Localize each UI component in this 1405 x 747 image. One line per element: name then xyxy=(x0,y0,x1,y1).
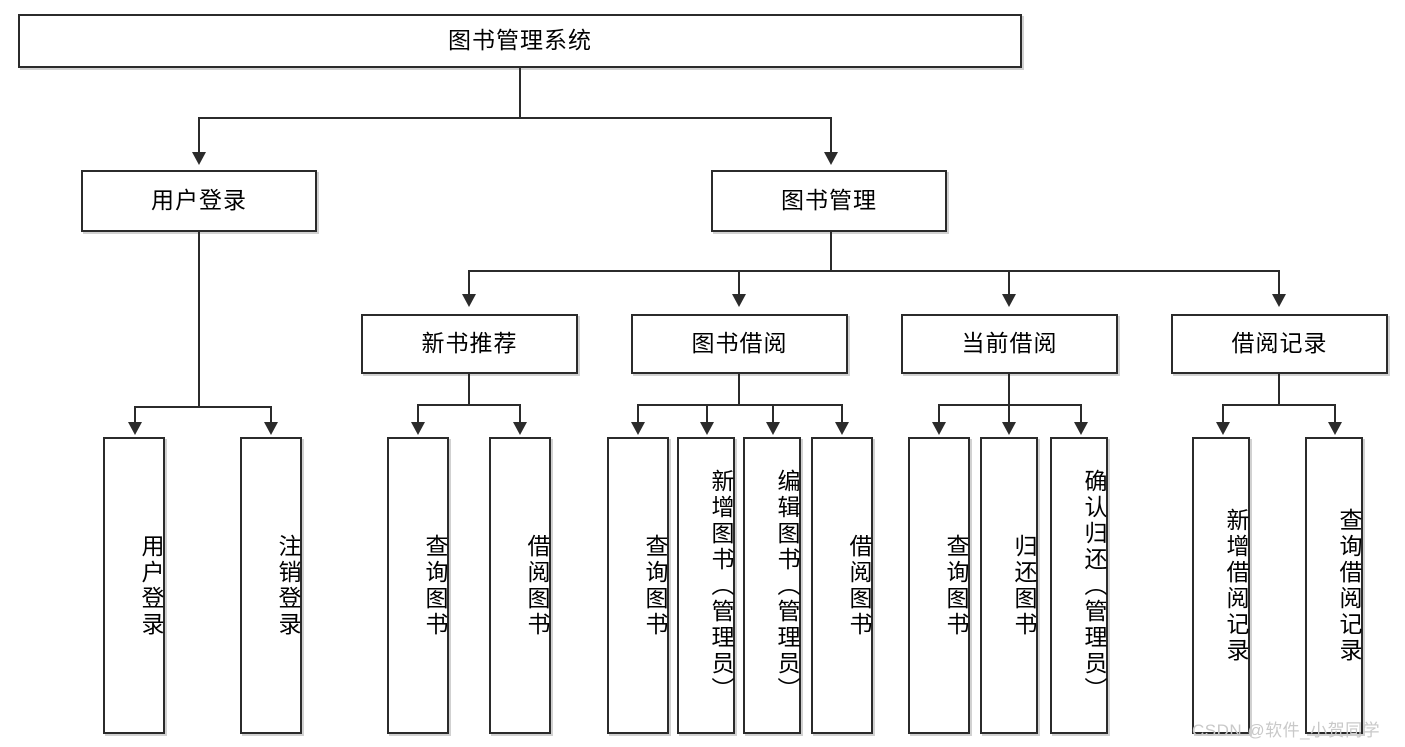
connector-currentborrow-to-leaf-2 xyxy=(1008,404,1010,424)
connector-user-login-stem xyxy=(198,232,200,408)
node-label: 归还图书 xyxy=(1011,533,1037,638)
node-label: 查询图书 xyxy=(943,533,969,638)
connector-newbook-to-leaf-2 xyxy=(519,404,521,424)
node-label: 当前借阅 xyxy=(961,330,1058,357)
connector-root-bus xyxy=(198,117,832,119)
arrowhead-to-new-book-recommend xyxy=(462,294,476,307)
arrowhead-leaf-user-login xyxy=(128,422,142,435)
connector-bookborrow-to-leaf-3 xyxy=(772,404,774,424)
node-current-borrow[interactable]: 当前借阅 xyxy=(901,314,1118,374)
connector-bookborrow-to-leaf-4 xyxy=(841,404,843,424)
node-label: 新增图书（管理员） xyxy=(708,468,734,703)
connector-book-management-stem xyxy=(830,232,832,272)
arrowhead-to-user-login xyxy=(192,152,206,165)
node-book-management[interactable]: 图书管理 xyxy=(711,170,947,232)
leaf-query-borrow-record[interactable]: 查询借阅记录 xyxy=(1305,437,1363,734)
connector-bm-to-current-borrow xyxy=(1008,270,1010,296)
node-borrow-record[interactable]: 借阅记录 xyxy=(1171,314,1388,374)
arrowhead-borrowrecord-leaf-1 xyxy=(1216,422,1230,435)
node-book-borrow[interactable]: 图书借阅 xyxy=(631,314,848,374)
node-label: 图书借阅 xyxy=(691,330,788,357)
connector-root-stem xyxy=(519,68,521,118)
arrowhead-newbook-leaf-1 xyxy=(411,422,425,435)
connector-borrowrecord-to-leaf-2 xyxy=(1334,404,1336,424)
leaf-confirm-return-admin[interactable]: 确认归还（管理员） xyxy=(1050,437,1108,734)
leaf-query-books-current[interactable]: 查询图书 xyxy=(908,437,970,734)
leaf-borrow-books-newbook[interactable]: 借阅图书 xyxy=(489,437,551,734)
connector-root-to-book-management xyxy=(830,117,832,154)
node-label: 注销登录 xyxy=(275,533,301,638)
node-label: 查询图书 xyxy=(642,533,668,638)
connector-bm-to-book-borrow xyxy=(738,270,740,296)
arrowhead-currentborrow-leaf-2 xyxy=(1002,422,1016,435)
node-label: 确认归还（管理员） xyxy=(1081,468,1107,703)
arrowhead-bookborrow-leaf-4 xyxy=(835,422,849,435)
arrowhead-bookborrow-leaf-3 xyxy=(766,422,780,435)
connector-bm-to-borrow-record xyxy=(1278,270,1280,296)
node-root-book-management-system[interactable]: 图书管理系统 xyxy=(18,14,1022,68)
arrowhead-bookborrow-leaf-2 xyxy=(700,422,714,435)
arrowhead-currentborrow-leaf-3 xyxy=(1074,422,1088,435)
leaf-query-books-borrow[interactable]: 查询图书 xyxy=(607,437,669,734)
arrowhead-borrowrecord-leaf-2 xyxy=(1328,422,1342,435)
connector-borrowrecord-to-leaf-1 xyxy=(1222,404,1224,424)
arrowhead-newbook-leaf-2 xyxy=(513,422,527,435)
connector-newbook-to-leaf-1 xyxy=(417,404,419,424)
connector-bookborrow-bus xyxy=(637,404,843,406)
connector-currentborrow-stem xyxy=(1008,374,1010,406)
connector-bookborrow-stem xyxy=(738,374,740,406)
node-label: 用户登录 xyxy=(138,533,164,638)
node-label: 编辑图书（管理员） xyxy=(774,468,800,703)
leaf-query-books-newbook[interactable]: 查询图书 xyxy=(387,437,449,734)
node-user-login[interactable]: 用户登录 xyxy=(81,170,317,232)
connector-bookborrow-to-leaf-1 xyxy=(637,404,639,424)
node-label: 图书管理系统 xyxy=(448,27,592,54)
connector-newbook-stem xyxy=(468,374,470,406)
connector-root-to-user-login xyxy=(198,117,200,154)
arrowhead-leaf-logout xyxy=(264,422,278,435)
arrowhead-bookborrow-leaf-1 xyxy=(631,422,645,435)
node-label: 查询借阅记录 xyxy=(1336,507,1362,664)
node-label: 新增借阅记录 xyxy=(1223,507,1249,664)
leaf-add-borrow-record[interactable]: 新增借阅记录 xyxy=(1192,437,1250,734)
node-label: 新书推荐 xyxy=(421,330,518,357)
connector-user-login-to-leaf-2 xyxy=(270,406,272,424)
connector-newbook-bus xyxy=(417,404,521,406)
leaf-borrow-books[interactable]: 借阅图书 xyxy=(811,437,873,734)
connector-currentborrow-to-leaf-3 xyxy=(1080,404,1082,424)
arrowhead-currentborrow-leaf-1 xyxy=(932,422,946,435)
leaf-logout[interactable]: 注销登录 xyxy=(240,437,302,734)
csdn-watermark: CSDN @软件_小贺同学 xyxy=(1192,721,1381,740)
arrowhead-to-current-borrow xyxy=(1002,294,1016,307)
connector-bm-to-new-book xyxy=(468,270,470,296)
arrowhead-to-book-management xyxy=(824,152,838,165)
connector-currentborrow-to-leaf-1 xyxy=(938,404,940,424)
node-label: 图书管理 xyxy=(781,187,877,214)
connector-currentborrow-bus xyxy=(938,404,1082,406)
connector-borrowrecord-stem xyxy=(1278,374,1280,406)
node-new-book-recommend[interactable]: 新书推荐 xyxy=(361,314,578,374)
leaf-add-book-admin[interactable]: 新增图书（管理员） xyxy=(677,437,735,734)
connector-user-login-to-leaf-1 xyxy=(134,406,136,424)
node-label: 查询图书 xyxy=(422,533,448,638)
node-label: 借阅图书 xyxy=(846,533,872,638)
connector-user-login-bus xyxy=(134,406,272,408)
leaf-return-books[interactable]: 归还图书 xyxy=(980,437,1038,734)
arrowhead-to-borrow-record xyxy=(1272,294,1286,307)
arrowhead-to-book-borrow xyxy=(732,294,746,307)
connector-bookborrow-to-leaf-2 xyxy=(706,404,708,424)
node-label: 借阅记录 xyxy=(1231,330,1328,357)
leaf-user-login[interactable]: 用户登录 xyxy=(103,437,165,734)
node-label: 用户登录 xyxy=(151,187,247,214)
leaf-edit-book-admin[interactable]: 编辑图书（管理员） xyxy=(743,437,801,734)
node-label: 借阅图书 xyxy=(524,533,550,638)
connector-borrowrecord-bus xyxy=(1222,404,1336,406)
connector-book-management-bus xyxy=(468,270,1280,272)
